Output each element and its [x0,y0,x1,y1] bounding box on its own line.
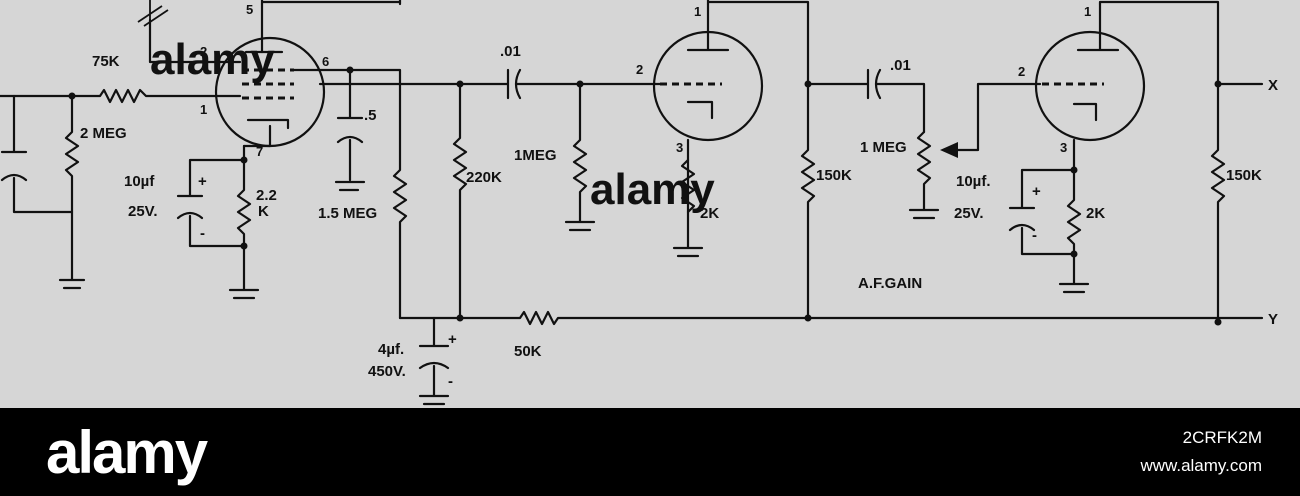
label-af-gain: A.F.GAIN [858,275,922,292]
resistor-150k-a [800,82,816,320]
pin-t1-7: 7 [256,144,263,159]
pin-t3-3: 3 [1060,140,1067,155]
label-plus-c: + [448,331,457,348]
resistor-1meg-a [564,82,596,232]
watermark-footer: alamy 2CRFK2M www.alamy.com [0,408,1300,496]
wire-t2-cathode [672,138,704,258]
pin-t1-1: 1 [200,102,207,117]
capacitor-input [0,94,74,214]
wire-t3-grid [956,82,1042,152]
watermark-text-2: alamy [590,165,715,214]
resistor-50k-bus [398,310,1264,326]
resistor-2-2k [228,144,260,300]
capacitor-10uf-a [176,158,246,248]
resistor-2k-a [680,158,696,214]
label-2-2k-top: 2.2 [256,187,277,204]
label-plus-a: + [198,173,207,190]
label-25v-b: 25V. [954,205,983,222]
label-001-b: .01 [890,57,911,74]
label-plus-b: + [1032,183,1041,200]
wire-t1-cathode [242,124,272,148]
pin-t2-1: 1 [694,4,701,19]
label-0-5: .5 [364,107,377,124]
pin-t2-2: 2 [636,62,643,77]
wire-t1-top [260,0,402,6]
label-1meg-a: 1MEG [514,147,557,164]
label-out-x: X [1268,77,1278,94]
tube-2-triode [652,2,764,142]
resistor-220k [452,82,468,320]
label-4uf: 4µf. [378,341,404,358]
pin-t1-2: 2 [200,44,207,59]
resistor-75k [0,88,242,104]
label-001-a: .01 [500,43,521,60]
pin-t3-2: 2 [1018,64,1025,79]
label-150k-b: 150K [1226,167,1262,184]
wire-grid-top [137,0,169,27]
label-10uf-a: 10µf [124,173,155,190]
label-minus-a: - [200,225,205,242]
resistor-2k-b [1058,168,1090,294]
label-2-2k-bot: K [258,203,269,220]
resistor-2meg [58,94,86,290]
watermark-text-1: alamy [150,35,275,84]
label-out-y: Y [1268,311,1278,328]
pin-t2-3: 3 [676,140,683,155]
label-150k-a: 150K [816,167,852,184]
label-75k: 75K [92,53,120,70]
label-10uf-b: 10µf. [956,173,991,190]
site-url: www.alamy.com [1140,456,1262,475]
image-id: 2CRFK2M [1182,428,1262,447]
pin-t3-1: 1 [1084,4,1091,19]
wire-t3-plate-top [1098,0,1220,86]
label-50k: 50K [514,343,542,360]
tube-3-triode [1034,2,1146,142]
label-minus-b: - [1032,227,1037,244]
capacitor-0-5 [292,68,366,192]
resistor-1meg-pot [908,130,940,220]
label-1meg-pot: 1 MEG [860,139,907,156]
brand-logo: alamy [46,419,208,486]
label-220k: 220K [466,169,502,186]
label-2k-a: 2K [700,205,719,222]
pot-wiper-arrow [940,142,958,158]
label-minus-c: - [448,373,453,390]
resistor-150k-b [1210,82,1226,324]
pin-t1-6: 6 [322,54,329,69]
capacitor-4uf [418,316,450,406]
resistor-1-5meg [348,68,408,320]
label-450v: 450V. [368,363,406,380]
label-2k-b: 2K [1086,205,1105,222]
label-2meg: 2 MEG [80,125,127,142]
pin-t1-5: 5 [246,2,253,17]
label-1-5meg: 1.5 MEG [318,205,377,222]
circuit-schematic: 75K 2 MEG 10µf 25V. + - 2.2 K .5 1.5 MEG… [0,0,1300,408]
capacitor-10uf-b [1008,168,1076,256]
capacitor-001-a [458,68,662,100]
wire-t1-pin2 [148,18,242,64]
capacitor-001-b [806,68,926,134]
label-25v-a: 25V. [128,203,157,220]
wire-t2-plate-top [706,0,810,86]
